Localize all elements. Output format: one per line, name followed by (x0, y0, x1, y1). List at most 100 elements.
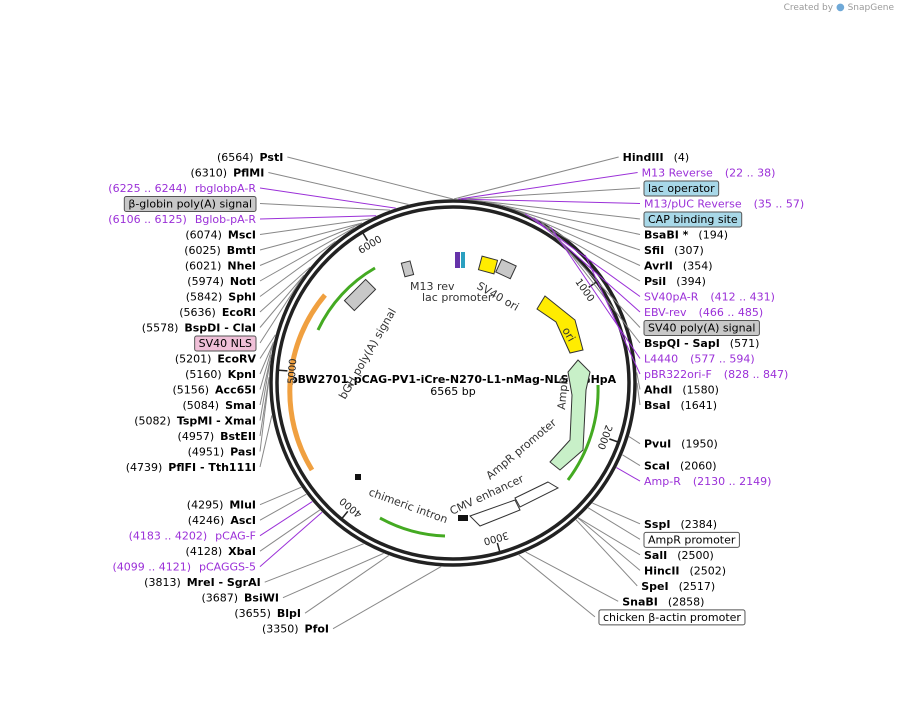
feature-box[interactable] (123, 196, 257, 213)
enzyme-site-label[interactable]: (5084)SmaI (183, 399, 256, 412)
enzyme-site-label[interactable]: (3687)BsiWI (201, 592, 279, 605)
enzyme-site-label[interactable]: (5201)EcoRV (175, 353, 257, 366)
feature-ampr-promoter[interactable] (514, 481, 560, 508)
enzyme-name: AvrII (644, 260, 673, 273)
feature-m13-rev-box[interactable] (400, 260, 415, 278)
feature-box[interactable] (643, 320, 760, 337)
backbone-inner-ring (275, 205, 631, 561)
enzyme-position: (2502) (690, 564, 727, 577)
primer-label[interactable]: pBR322ori-F(828 .. 847) (644, 368, 788, 381)
enzyme-site-label[interactable]: (5578)BspDI - ClaI (142, 322, 256, 335)
enzyme-site-label[interactable]: AhdI(1580) (644, 384, 719, 397)
enzyme-leader-line (525, 551, 619, 602)
enzyme-site-label[interactable]: HindIII(4) (623, 151, 690, 164)
feature-cba-promoter-arc[interactable] (287, 293, 327, 472)
primer-name: L4440 (644, 353, 678, 366)
enzyme-site-label[interactable]: AvrII (354) (644, 260, 713, 273)
enzyme-leader-line (486, 201, 641, 235)
primer-label[interactable]: M13/pUC Reverse(35 .. 57) (644, 198, 804, 211)
enzyme-position: (394) (676, 275, 706, 288)
feature-box[interactable] (643, 211, 743, 228)
primer-position: (35 .. 57) (754, 198, 805, 211)
enzyme-site-label[interactable]: (5974)NotI (187, 275, 256, 288)
primer-label[interactable]: Amp-R(2130 .. 2149) (644, 475, 771, 488)
enzyme-site-label[interactable]: (4957)BstEII (178, 430, 256, 443)
enzyme-site-label[interactable]: (4246)AscI (188, 514, 256, 527)
enzyme-site-label[interactable]: (6564)PstI (217, 151, 283, 164)
feature-cmv-enhancer[interactable] (469, 499, 521, 527)
enzyme-site-label[interactable]: BspQI - SapI(571) (644, 337, 759, 350)
feature-box[interactable] (643, 180, 720, 197)
enzyme-site-label[interactable]: (4128)XbaI (186, 545, 256, 558)
enzyme-site-label[interactable]: (6025)BmtI (184, 244, 256, 257)
enzyme-leader-line (264, 543, 364, 583)
enzyme-site-label[interactable]: (4739)PflFI - Tth111I (126, 461, 256, 474)
primer-name: M13 Reverse (642, 167, 713, 180)
primer-label[interactable]: (6225 .. 6244)rbglobpA-R (108, 182, 256, 195)
enzyme-position: (3350) (262, 623, 299, 636)
enzyme-site-label[interactable]: (4295)MluI (187, 499, 256, 512)
ruler-tick-label: 5000 (287, 358, 300, 384)
enzyme-position: (4) (674, 151, 690, 164)
enzyme-position: (5201) (175, 353, 212, 366)
feature-ori[interactable] (536, 295, 584, 354)
enzyme-name: SalI (644, 549, 667, 562)
enzyme-name: BspQI - SapI (644, 337, 720, 350)
primer-label[interactable]: SV40pA-R(412 .. 431) (644, 291, 775, 304)
feature-ampr[interactable] (549, 359, 591, 471)
enzyme-site-label[interactable]: (5156)Acc65I (172, 384, 256, 397)
primer-label[interactable]: (4183 .. 4202)pCAG-F (129, 530, 256, 543)
primer-label[interactable]: EBV-rev(466 .. 485) (644, 306, 763, 319)
enzyme-site-label[interactable]: (5842)SphI (186, 291, 256, 304)
primer-label[interactable]: (4099 .. 4121)pCAGGS-5 (112, 561, 256, 574)
enzyme-leader-line (259, 266, 311, 313)
enzyme-leader-line (332, 566, 442, 630)
enzyme-site-label[interactable]: BsaBI *(194) (644, 229, 728, 242)
enzyme-site-label[interactable]: SpeI(2517) (641, 580, 715, 593)
enzyme-site-label[interactable]: SfiI(307) (644, 244, 704, 257)
enzyme-leader-line (259, 493, 307, 521)
enzyme-site-label[interactable]: (3350)PfoI (262, 623, 329, 636)
enzyme-site-label[interactable]: BsaI(1641) (644, 399, 717, 412)
brand-created-by: Created by (783, 3, 834, 13)
enzyme-site-label[interactable]: SnaBI(2858) (622, 595, 704, 608)
enzyme-site-label[interactable]: (6021)NheI (185, 260, 256, 273)
enzyme-position: (354) (683, 260, 713, 273)
enzyme-leader-line (259, 342, 275, 390)
feature-box[interactable] (194, 335, 257, 352)
enzyme-site-label[interactable]: HincII(2502) (644, 564, 726, 577)
enzyme-position: (1580) (682, 384, 719, 397)
enzyme-site-label[interactable]: ScaI(2060) (644, 460, 717, 473)
ruler-tick (609, 438, 619, 443)
enzyme-site-label[interactable]: (5160)KpnI (185, 368, 256, 381)
feature-sv40-ori-gray[interactable] (495, 258, 517, 280)
enzyme-site-label[interactable]: SalI(2500) (644, 549, 714, 562)
feature-bgh-polya-box[interactable] (343, 278, 377, 312)
enzyme-site-label[interactable]: PsiI(394) (644, 275, 706, 288)
primer-position: (6225 .. 6244) (108, 182, 187, 195)
feature-box[interactable] (643, 531, 740, 548)
enzyme-site-label[interactable]: (3813)MreI - SgrAI (144, 576, 261, 589)
enzyme-site-label[interactable]: (6310)PflMI (191, 167, 265, 180)
enzyme-position: (1641) (680, 399, 717, 412)
enzyme-site-label[interactable]: (3655)BlpI (234, 607, 301, 620)
feature-ori-label: ori (559, 325, 577, 344)
enzyme-site-label[interactable]: SspI(2384) (644, 518, 717, 531)
primer-label[interactable]: M13 Reverse (22 .. 38) (642, 167, 776, 180)
enzyme-name: BspDI - ClaI (184, 322, 256, 335)
enzyme-name: BlpI (277, 607, 301, 620)
enzyme-site-label[interactable]: (4951)PasI (188, 446, 256, 459)
feature-sv40-ori-yellow[interactable] (477, 255, 499, 275)
enzyme-site-label[interactable]: (5082)TspMI - XmaI (134, 415, 256, 428)
primer-position: (828 .. 847) (724, 368, 789, 381)
enzyme-site-label[interactable]: (5636)EcoRI (179, 306, 256, 319)
primer-label[interactable]: (6106 .. 6125)Bglob-pA-R (108, 213, 256, 226)
primer-position: (22 .. 38) (725, 167, 776, 180)
enzyme-site-label[interactable]: (6074)MscI (185, 229, 256, 242)
enzyme-site-label[interactable]: PvuI(1950) (644, 438, 718, 451)
enzyme-name: SphI (228, 291, 256, 304)
primer-label[interactable]: L4440(577 .. 594) (644, 353, 755, 366)
feature-box[interactable] (598, 609, 746, 626)
enzyme-leader-line (628, 436, 641, 445)
feature-lac-operator-block (461, 252, 465, 268)
